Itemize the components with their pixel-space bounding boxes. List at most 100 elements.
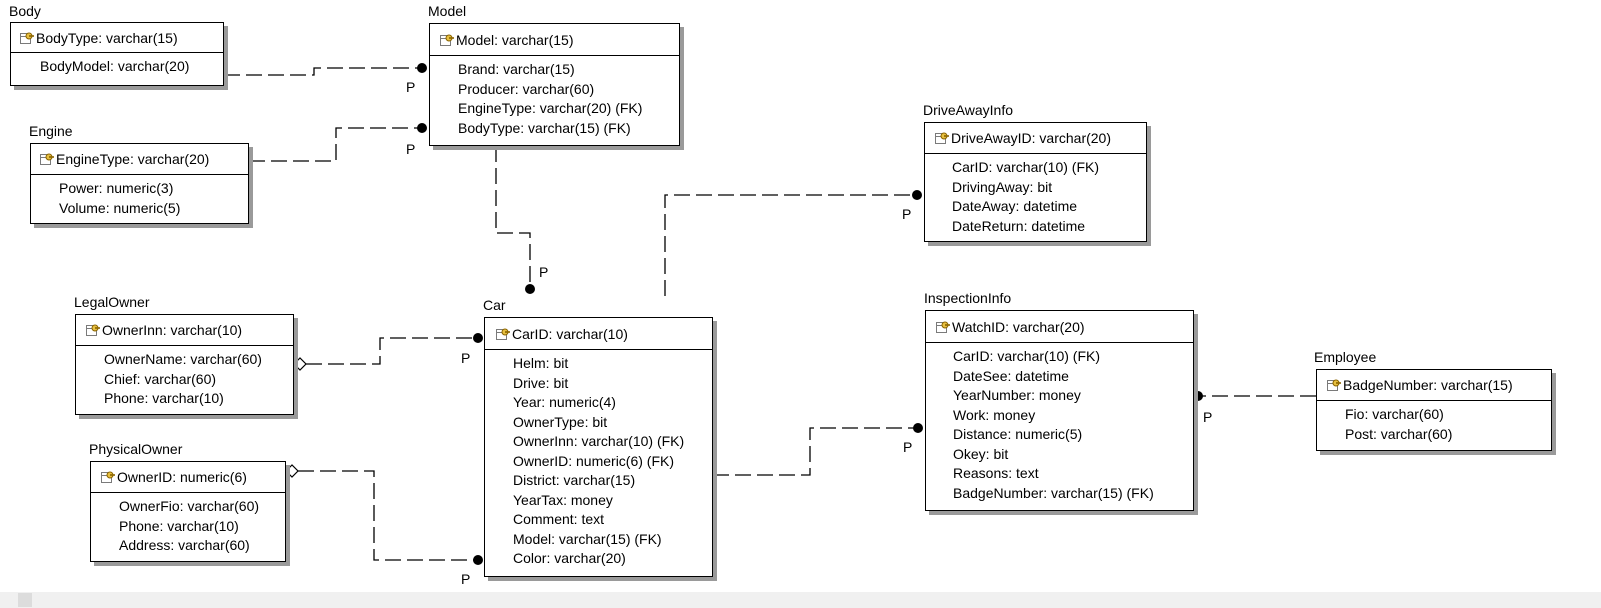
entity-inspectioninfo[interactable]: WatchID: varchar(20) CarID: varchar(10) … [925,310,1194,511]
entity-attribute: Phone: varchar(10) [119,517,239,534]
entity-attribute: DateAway: datetime [952,198,1078,214]
primary-key-icon [101,470,116,484]
entity-key-section: BadgeNumber: varchar(15) [1317,370,1551,401]
entity-attribute: Fio: varchar(60) [1345,406,1444,422]
entity-attribute: DrivingAway: bit [952,178,1053,195]
entity-attribute: EngineType: varchar(20) (FK) [458,100,643,116]
entity-title-physicalowner: PhysicalOwner [89,441,183,457]
entity-attribute: OwnerID: numeric(6) (FK) [513,452,675,469]
entity-attribute: OwnerInn: varchar(10) (FK) [513,433,685,449]
entity-pk-field: BadgeNumber: varchar(15) [1343,377,1513,393]
rel-label-p: P [461,571,471,587]
entity-attribute: CarID: varchar(10) (FK) [953,348,1101,364]
entity-key-section: EngineType: varchar(20) [31,144,248,175]
entity-attributes: BodyModel: varchar(20) [11,53,223,77]
entity-attributes: Fio: varchar(60) Post: varchar(60) [1317,401,1551,444]
entity-key-section: OwnerID: numeric(6) [91,462,285,493]
entity-pk-field: OwnerInn: varchar(10) [102,322,243,338]
entity-attribute: Drive: bit [513,374,569,391]
entity-model[interactable]: Model: varchar(15) Brand: varchar(15) Pr… [429,23,680,146]
primary-key-icon [20,31,35,45]
entity-attribute: OwnerName: varchar(60) [104,351,262,367]
rel-label-p: P [461,350,471,366]
primary-key-icon [40,152,55,166]
entity-key-section: Model: varchar(15) [430,24,679,56]
rel-line-engine-model [249,127,422,162]
entity-attribute: Model: varchar(15) (FK) [513,530,662,547]
entity-pk-field: Model: varchar(15) [456,31,574,48]
entity-body[interactable]: BodyType: varchar(15) BodyModel: varchar… [10,22,224,86]
rel-dot [525,284,535,294]
entity-pk-field: WatchID: varchar(20) [952,318,1085,335]
rel-line-car-driveaway [664,194,917,296]
scrollbar-corner [18,593,32,607]
entity-pk-field: CarID: varchar(10) [512,325,628,342]
entity-key-section: CarID: varchar(10) [485,318,712,350]
entity-attribute: OwnerType: bit [513,413,608,430]
entity-engine[interactable]: EngineType: varchar(20) Power: numeric(3… [30,143,249,224]
entity-attribute: District: varchar(15) [513,472,636,488]
entity-attributes: CarID: varchar(10) (FK) DrivingAway: bit… [925,154,1146,236]
entity-pk-field: DriveAwayID: varchar(20) [951,130,1112,146]
entity-attributes: CarID: varchar(10) (FK) DateSee: datetim… [926,343,1193,503]
entity-attributes: Power: numeric(3) Volume: numeric(5) [31,175,248,218]
entity-attribute: Comment: text [513,511,605,527]
entity-attribute: Color: varchar(20) [513,550,626,566]
entity-title-engine: Engine [29,123,73,139]
rel-label-p: P [539,264,549,280]
entity-attribute: CarID: varchar(10) (FK) [952,159,1100,175]
rel-dot [417,63,427,73]
horizontal-scrollbar[interactable] [0,592,1601,608]
rel-label-p: P [902,206,912,222]
primary-key-icon [935,131,950,145]
entity-physicalowner[interactable]: OwnerID: numeric(6) OwnerFio: varchar(60… [90,461,286,562]
entity-attribute: Brand: varchar(15) [458,61,575,77]
rel-dot [1193,391,1203,401]
rel-label-p: P [406,141,416,157]
rel-label-p: P [903,439,913,455]
rel-line-legalowner-car [306,337,478,365]
entity-employee[interactable]: BadgeNumber: varchar(15) Fio: varchar(60… [1316,369,1552,451]
rel-line-body-model [224,67,422,76]
entity-attribute: BodyType: varchar(15) (FK) [458,119,631,136]
rel-line-model-car [495,146,531,289]
entity-pk-field: OwnerID: numeric(6) [117,469,247,485]
entity-attribute: Year: numeric(4) [513,394,616,410]
entity-attribute: Distance: numeric(5) [953,426,1083,442]
entity-attribute: OwnerFio: varchar(60) [119,498,260,514]
entity-attribute: BadgeNumber: varchar(15) (FK) [953,484,1154,501]
rel-label-p: P [1203,409,1213,425]
entity-attribute: Reasons: text [953,465,1039,481]
rel-line-car-inspection [713,427,918,476]
entity-attributes: Helm: bit Drive: bit Year: numeric(4) Ow… [485,350,712,569]
entity-attribute: Helm: bit [513,355,569,371]
entity-title-body: Body [9,3,41,19]
entity-title-car: Car [483,297,506,313]
entity-title-model: Model [428,3,467,19]
entity-pk-field: BodyType: varchar(15) [36,29,178,46]
entity-car[interactable]: CarID: varchar(10) Helm: bit Drive: bit … [484,317,713,577]
rel-dot [913,423,923,433]
entity-attribute: Okey: bit [953,445,1009,462]
rel-diamond [293,357,307,371]
entity-driveawayinfo[interactable]: DriveAwayID: varchar(20) CarID: varchar(… [924,122,1147,242]
entity-attribute: Work: money [953,406,1036,423]
entity-attribute: YearNumber: money [953,387,1081,403]
entity-attribute: Power: numeric(3) [59,180,174,196]
entity-key-section: BodyType: varchar(15) [11,23,223,53]
entity-title-driveaway: DriveAwayInfo [923,102,1014,118]
entity-pk-field: EngineType: varchar(20) [56,151,210,167]
rel-line-physicalowner-car [298,470,478,561]
primary-key-icon [496,327,511,341]
entity-title-legalowner: LegalOwner [74,294,150,310]
primary-key-icon [440,33,455,47]
entity-key-section: OwnerInn: varchar(10) [76,315,293,346]
entity-attribute: Chief: varchar(60) [104,370,217,387]
entity-attribute: Address: varchar(60) [119,537,250,553]
entity-attributes: OwnerFio: varchar(60) Phone: varchar(10)… [91,493,285,556]
entity-key-section: DriveAwayID: varchar(20) [925,123,1146,154]
entity-attributes: OwnerName: varchar(60) Chief: varchar(60… [76,346,293,409]
rel-dot [912,190,922,200]
entity-attribute: Volume: numeric(5) [59,199,181,216]
entity-legalowner[interactable]: OwnerInn: varchar(10) OwnerName: varchar… [75,314,294,415]
